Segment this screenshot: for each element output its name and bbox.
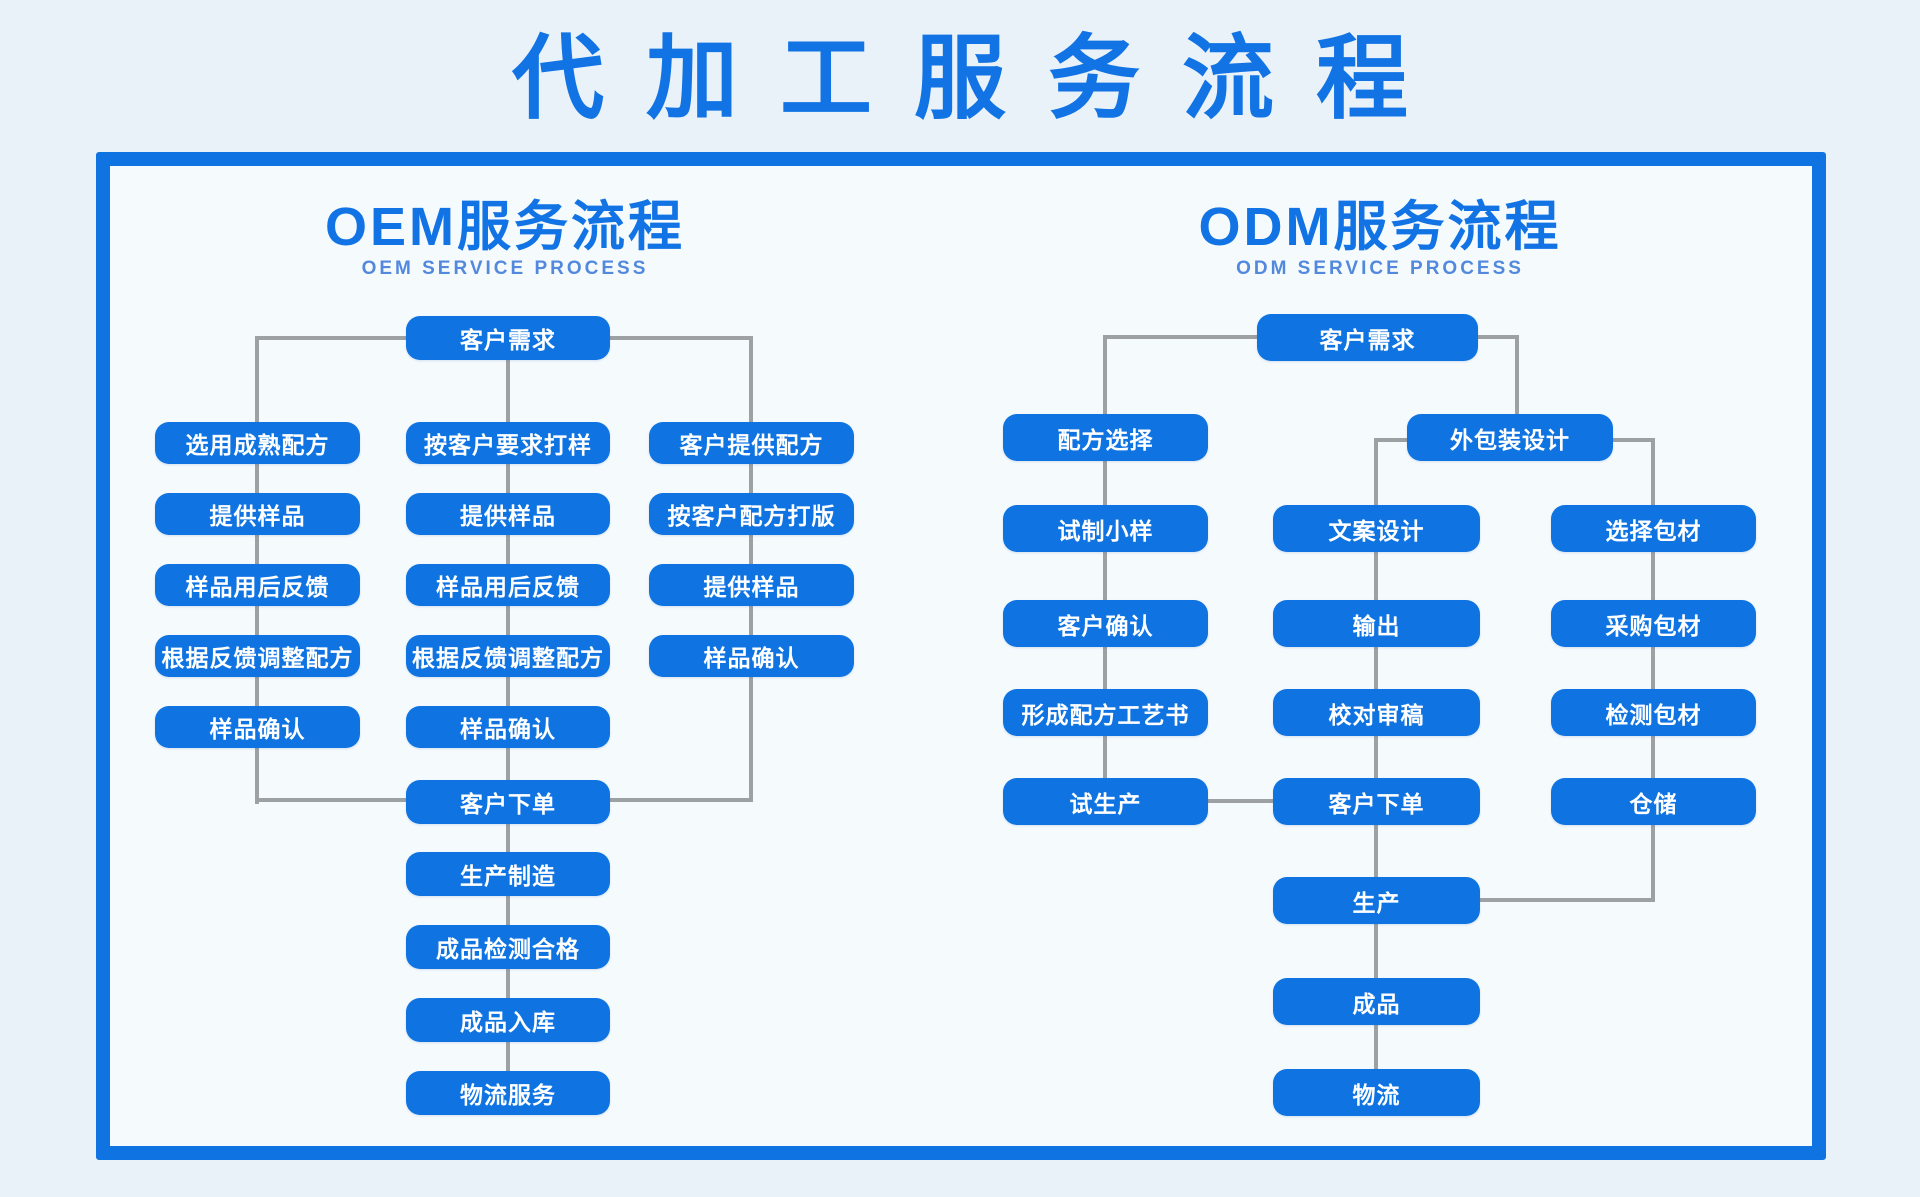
connector-line <box>1103 335 1107 414</box>
connector-line <box>1103 335 1257 339</box>
flow-node-odm-kehu_xiadan: 客户下单 <box>1273 778 1480 825</box>
flow-node-oem-tigong3: 提供样品 <box>649 564 854 606</box>
flow-node-oem-daban: 按客户配方打版 <box>649 493 854 535</box>
flow-node-odm-caigou_baocai: 采购包材 <box>1551 600 1756 647</box>
flow-node-oem-xiadan: 客户下单 <box>406 780 610 824</box>
flow-node-oem-tigong2: 提供样品 <box>406 493 610 535</box>
flow-node-odm-kehu_xuqiu: 客户需求 <box>1257 314 1478 361</box>
flow-node-oem-xuanyong: 选用成熟配方 <box>155 422 360 464</box>
flow-node-oem-chengpin_ruku: 成品入库 <box>406 998 610 1042</box>
flow-node-oem-dayang: 按客户要求打样 <box>406 422 610 464</box>
connector-line <box>257 336 406 340</box>
odm-section-heading: ODM服务流程 <box>1198 197 1562 257</box>
odm-section-subheading: ODM SERVICE PROCESS <box>1236 258 1524 279</box>
flow-node-odm-cangchu: 仓储 <box>1551 778 1756 825</box>
connector-line <box>610 798 749 802</box>
connector-line <box>1480 898 1655 902</box>
connector-line <box>1613 438 1655 442</box>
flow-node-oem-jiance_hege: 成品检测合格 <box>406 925 610 969</box>
flow-node-oem-fankui1: 样品用后反馈 <box>155 564 360 606</box>
connector-line <box>255 422 259 804</box>
connector-line <box>1651 438 1655 505</box>
page-title: 代加工服务流程 <box>511 28 1450 130</box>
flow-node-odm-kehu_queren: 客户确认 <box>1003 600 1208 647</box>
flow-node-odm-jiance_baocai: 检测包材 <box>1551 689 1756 736</box>
flow-node-odm-shi_shengchan: 试生产 <box>1003 778 1208 825</box>
connector-line <box>1515 335 1519 414</box>
flow-node-odm-chengpin: 成品 <box>1273 978 1480 1025</box>
flow-node-odm-gongyishu: 形成配方工艺书 <box>1003 689 1208 736</box>
connector-line <box>255 336 259 424</box>
flow-node-odm-wuliu: 物流 <box>1273 1069 1480 1116</box>
flow-node-odm-shengchan: 生产 <box>1273 877 1480 924</box>
flow-node-oem-queren1: 样品确认 <box>155 706 360 748</box>
flow-node-oem-tiaozheng1: 根据反馈调整配方 <box>155 635 360 677</box>
flow-node-oem-wuliu_fuwu: 物流服务 <box>406 1071 610 1115</box>
connector-line <box>1103 414 1107 780</box>
flow-node-oem-kehu_peifang: 客户提供配方 <box>649 422 854 464</box>
flow-node-odm-waibaozhuang: 外包装设计 <box>1407 414 1613 461</box>
flow-node-odm-shizhi_xiaoyang: 试制小样 <box>1003 505 1208 552</box>
flow-node-oem-shengchan_zhizao: 生产制造 <box>406 852 610 896</box>
connector-line <box>749 336 753 424</box>
flow-node-oem-queren3: 样品确认 <box>649 635 854 677</box>
flow-node-oem-queren2: 样品确认 <box>406 706 610 748</box>
flow-node-odm-peifang_xuanze: 配方选择 <box>1003 414 1208 461</box>
connector-line <box>610 336 751 340</box>
connector-line <box>1374 438 1378 1069</box>
connector-line <box>1478 335 1519 339</box>
connector-line <box>749 422 753 802</box>
flow-node-oem-tigong1: 提供样品 <box>155 493 360 535</box>
flow-node-odm-shuchu: 输出 <box>1273 600 1480 647</box>
flow-node-odm-jiaodui_shengao: 校对审稿 <box>1273 689 1480 736</box>
flow-node-odm-xuanze_baocai: 选择包材 <box>1551 505 1756 552</box>
connector-line <box>1374 438 1407 442</box>
flow-node-oem-fankui2: 样品用后反馈 <box>406 564 610 606</box>
connector-line <box>257 798 406 802</box>
oem-section-heading: OEM服务流程 <box>324 197 685 257</box>
flow-node-oem-tiaozheng2: 根据反馈调整配方 <box>406 635 610 677</box>
oem-section-subheading: OEM SERVICE PROCESS <box>361 258 649 279</box>
content-frame <box>96 152 1826 1160</box>
connector-line <box>1208 799 1273 803</box>
flow-node-odm-wenan_sheji: 文案设计 <box>1273 505 1480 552</box>
flow-node-oem-kehu_xuqiu: 客户需求 <box>406 316 610 360</box>
